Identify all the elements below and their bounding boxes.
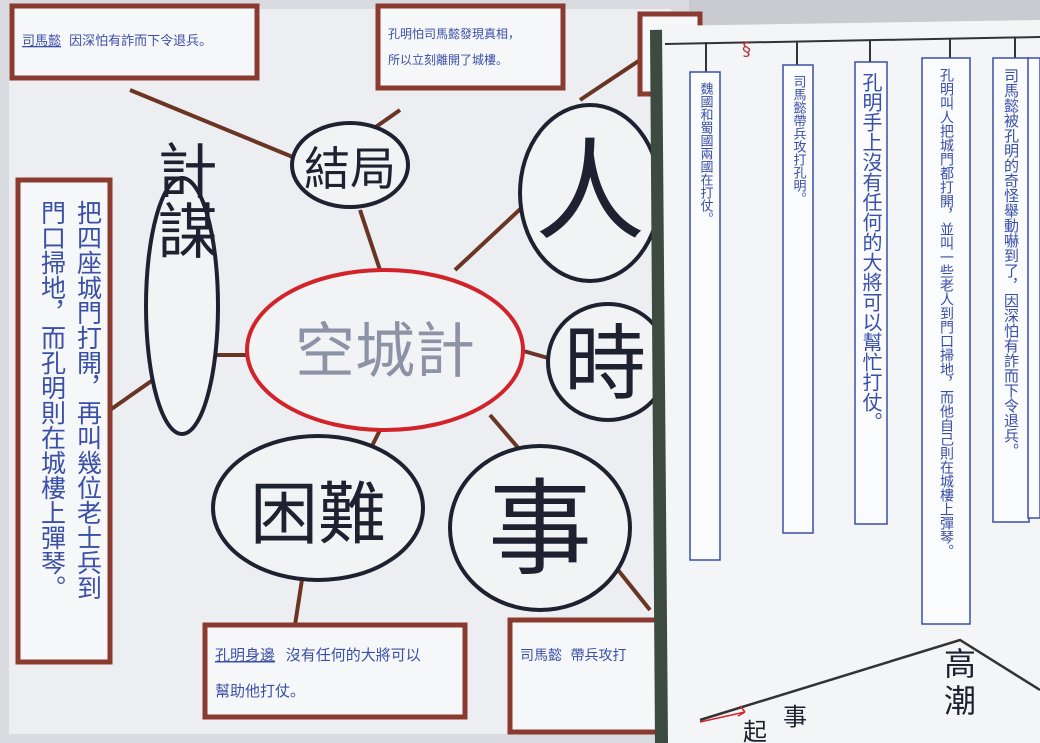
timeline-strip-5: 司馬懿被孔明的奇怪舉動嚇到了，因深怕有詐而下令退兵。 — [992, 57, 1030, 523]
node-ending-label: 結局 — [304, 142, 396, 196]
clip-mark: § — [742, 39, 751, 60]
note-top-middle-line2: 所以立刻離開了城樓。 — [388, 52, 508, 67]
node-ending: 結局 — [290, 121, 410, 209]
strip-3-text: 孔明手上沒有任何的大將可以幫忙打仗。 — [859, 72, 883, 432]
node-plan-label: 計謀 — [147, 140, 217, 260]
note-bottom-middle-line2: 幫助他打仗。 — [215, 682, 305, 700]
note-top-left-text: 因深怕有詐而下令退兵。 — [69, 33, 212, 49]
center-topic: 空城計 — [245, 268, 525, 432]
note-bottom-middle: 孔明身邊 沒有任何的大將可以 幫助他打仗。 — [202, 622, 468, 720]
svg-text:孔明身邊 沒有任何的大將可以: 孔明身邊 沒有任何的大將可以 — [215, 646, 421, 664]
note-top-middle-line1: 孔明怕司馬懿發現真相， — [388, 26, 520, 41]
node-difficulty: 困難 — [211, 434, 425, 582]
note-top-left: 司馬懿 因深怕有詐而下令退兵。 — [9, 3, 260, 81]
peak-label-high: 高 — [944, 645, 976, 683]
note-bottom-middle-text: 沒有任何的大將可以 — [286, 646, 421, 664]
note-bottom-middle-name: 孔明身邊 — [215, 646, 275, 664]
bottom-label-start: 起 — [743, 718, 767, 743]
node-person: 人 — [518, 103, 662, 283]
note-bottom-right-name: 司馬懿 — [520, 648, 562, 664]
plot-curve — [699, 638, 1040, 722]
strip-4-text: 孔明叫人把城門都打開，並叫一些老人到門口掃地，而他自己則在城樓上彈琴。 — [938, 68, 954, 558]
note-top-middle: 孔明怕司馬懿發現真相， 所以立刻離開了城樓。 — [375, 3, 566, 91]
timeline-strip-3: 孔明手上沒有任何的大將可以幫忙打仗。 — [854, 61, 888, 525]
note-bottom-right-text: 帶兵攻打 — [570, 647, 626, 664]
svg-text:司馬懿 因深怕有詐而下令退兵。: 司馬懿 因深怕有詐而下令退兵。 — [22, 33, 212, 49]
node-event: 事 — [448, 444, 632, 612]
note-left-vertical: 把四座城門打開，再叫幾位老士兵到 門口掃地，而孔明則在城樓上彈琴。 — [15, 177, 113, 665]
node-plan: 計謀 — [144, 140, 220, 436]
timeline-strip-1: 魏國和蜀國兩國在打仗。 — [689, 71, 721, 561]
strip-2-text: 司馬懿帶兵攻打孔明。 — [791, 75, 807, 205]
bottom-label-event: 事 — [783, 703, 807, 731]
strip-5-text: 司馬懿被孔明的奇怪舉動嚇到了，因深怕有詐而下令退兵。 — [1002, 68, 1020, 458]
center-topic-label: 空城計 — [295, 317, 475, 387]
node-time-label: 時 — [564, 317, 646, 412]
note-top-left-name: 司馬懿 — [22, 34, 61, 49]
node-person-label: 人 — [535, 128, 645, 256]
timeline-strip-4: 孔明叫人把城門都打開，並叫一些老人到門口掃地，而他自己則在城樓上彈琴。 — [921, 57, 971, 625]
timeline-strip-2: 司馬懿帶兵攻打孔明。 — [782, 64, 814, 534]
node-difficulty-label: 困難 — [250, 476, 386, 555]
note-left-vertical-col1: 把四座城門打開，再叫幾位老士兵到 — [74, 200, 103, 600]
mindmap-poster: 司馬懿 因深怕有詐而下令退兵。 孔明怕司馬懿發現真相， 所以立刻離開了城樓。 把… — [0, 0, 703, 743]
node-time: 時 — [546, 302, 670, 422]
note-left-vertical-col2: 門口掃地，而孔明則在城樓上彈琴。 — [38, 200, 67, 600]
peak-label-tide: 潮 — [944, 682, 976, 720]
timeline-strings — [705, 38, 1016, 72]
strip-1-text: 魏國和蜀國兩國在打仗。 — [698, 82, 714, 225]
node-event-label: 事 — [488, 468, 592, 590]
svg-text:司馬懿 帶兵攻打: 司馬懿 帶兵攻打 — [520, 647, 626, 664]
timeline-poster: § 魏國和蜀國兩國在打仗。 司馬懿帶兵攻打孔明。 孔明手上沒有任何的大將可以幫忙… — [650, 20, 1040, 743]
